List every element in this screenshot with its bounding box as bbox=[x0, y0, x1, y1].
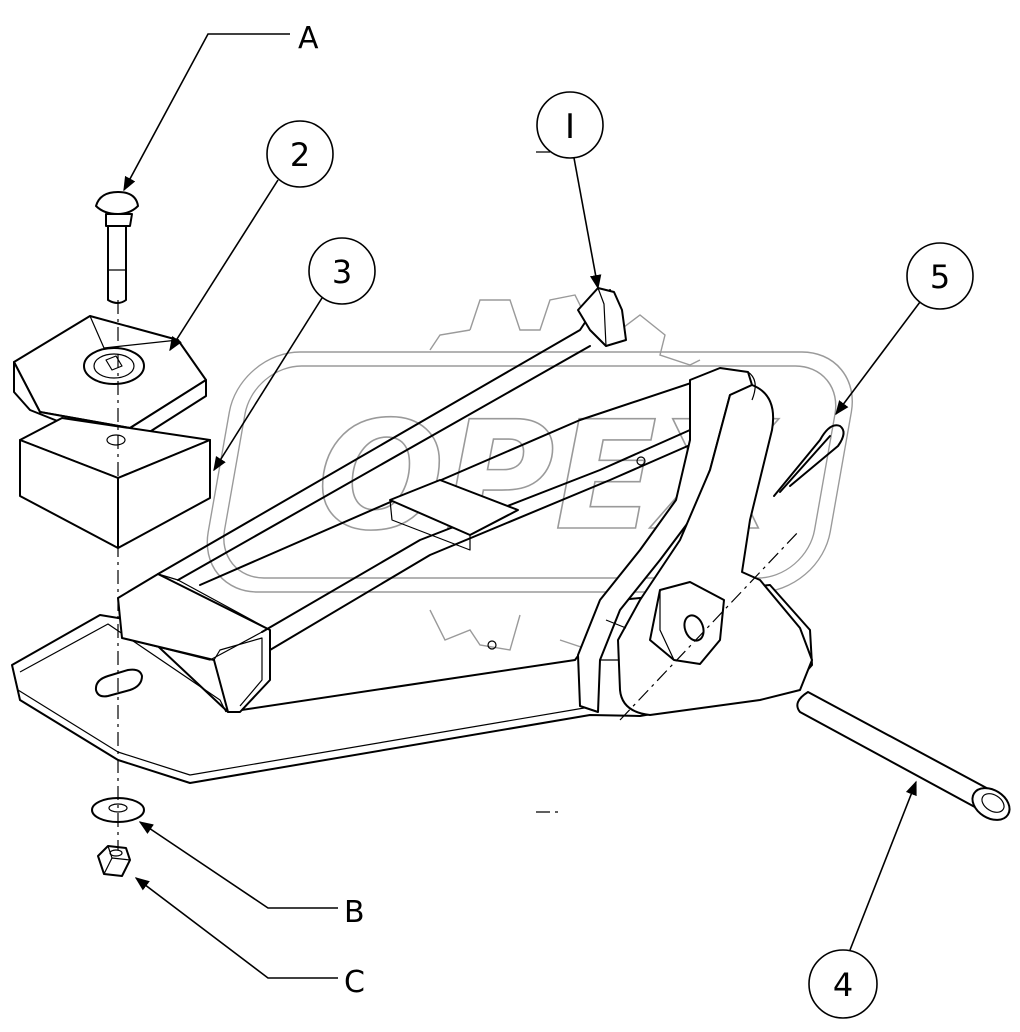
top-tab bbox=[577, 287, 627, 347]
callout-B: B bbox=[138, 821, 365, 930]
base-slot bbox=[94, 668, 143, 698]
callout-bubble-3 bbox=[308, 237, 376, 305]
hex-nut bbox=[97, 845, 131, 877]
rear-upright-plate bbox=[577, 367, 753, 713]
callout-I: I bbox=[536, 91, 604, 290]
clamp-plate-bolt-recess bbox=[83, 347, 145, 385]
callout-4: 4 bbox=[808, 780, 917, 1019]
callout-label-3: 3 bbox=[332, 253, 352, 291]
callout-bubble-4 bbox=[808, 949, 878, 1019]
carriage-bolt bbox=[95, 191, 139, 304]
pin-hole bbox=[683, 614, 705, 642]
callout-A: A bbox=[123, 21, 319, 192]
callout-label-B: B bbox=[344, 895, 365, 930]
callout-label-5: 5 bbox=[930, 258, 950, 296]
clamp-plate bbox=[13, 315, 207, 439]
callout-bubble-I bbox=[536, 91, 604, 159]
middle-cross-block bbox=[389, 479, 519, 536]
callout-label-2: 2 bbox=[290, 136, 310, 174]
callout-label-A: A bbox=[298, 21, 319, 56]
callout-label-I: I bbox=[565, 107, 575, 147]
watermark-frame-inner bbox=[223, 365, 837, 579]
bracket-rail-lower bbox=[261, 429, 691, 633]
hitch-pin bbox=[796, 691, 1011, 821]
bracket-base bbox=[11, 584, 813, 784]
callout-label-C: C bbox=[344, 965, 365, 1000]
callout-bubble-5 bbox=[906, 242, 974, 310]
watermark-frame-outer bbox=[206, 351, 853, 593]
callout-5: 5 bbox=[835, 242, 974, 416]
callout-label-4: 4 bbox=[833, 966, 853, 1004]
rubber-block bbox=[19, 417, 211, 549]
callout-bubble-2 bbox=[266, 120, 334, 188]
callout-C: C bbox=[134, 877, 365, 1000]
main-bracket bbox=[11, 287, 813, 784]
callout-3: 3 bbox=[213, 237, 376, 472]
hairpin-clip bbox=[773, 424, 845, 497]
callout-2: 2 bbox=[169, 120, 334, 352]
